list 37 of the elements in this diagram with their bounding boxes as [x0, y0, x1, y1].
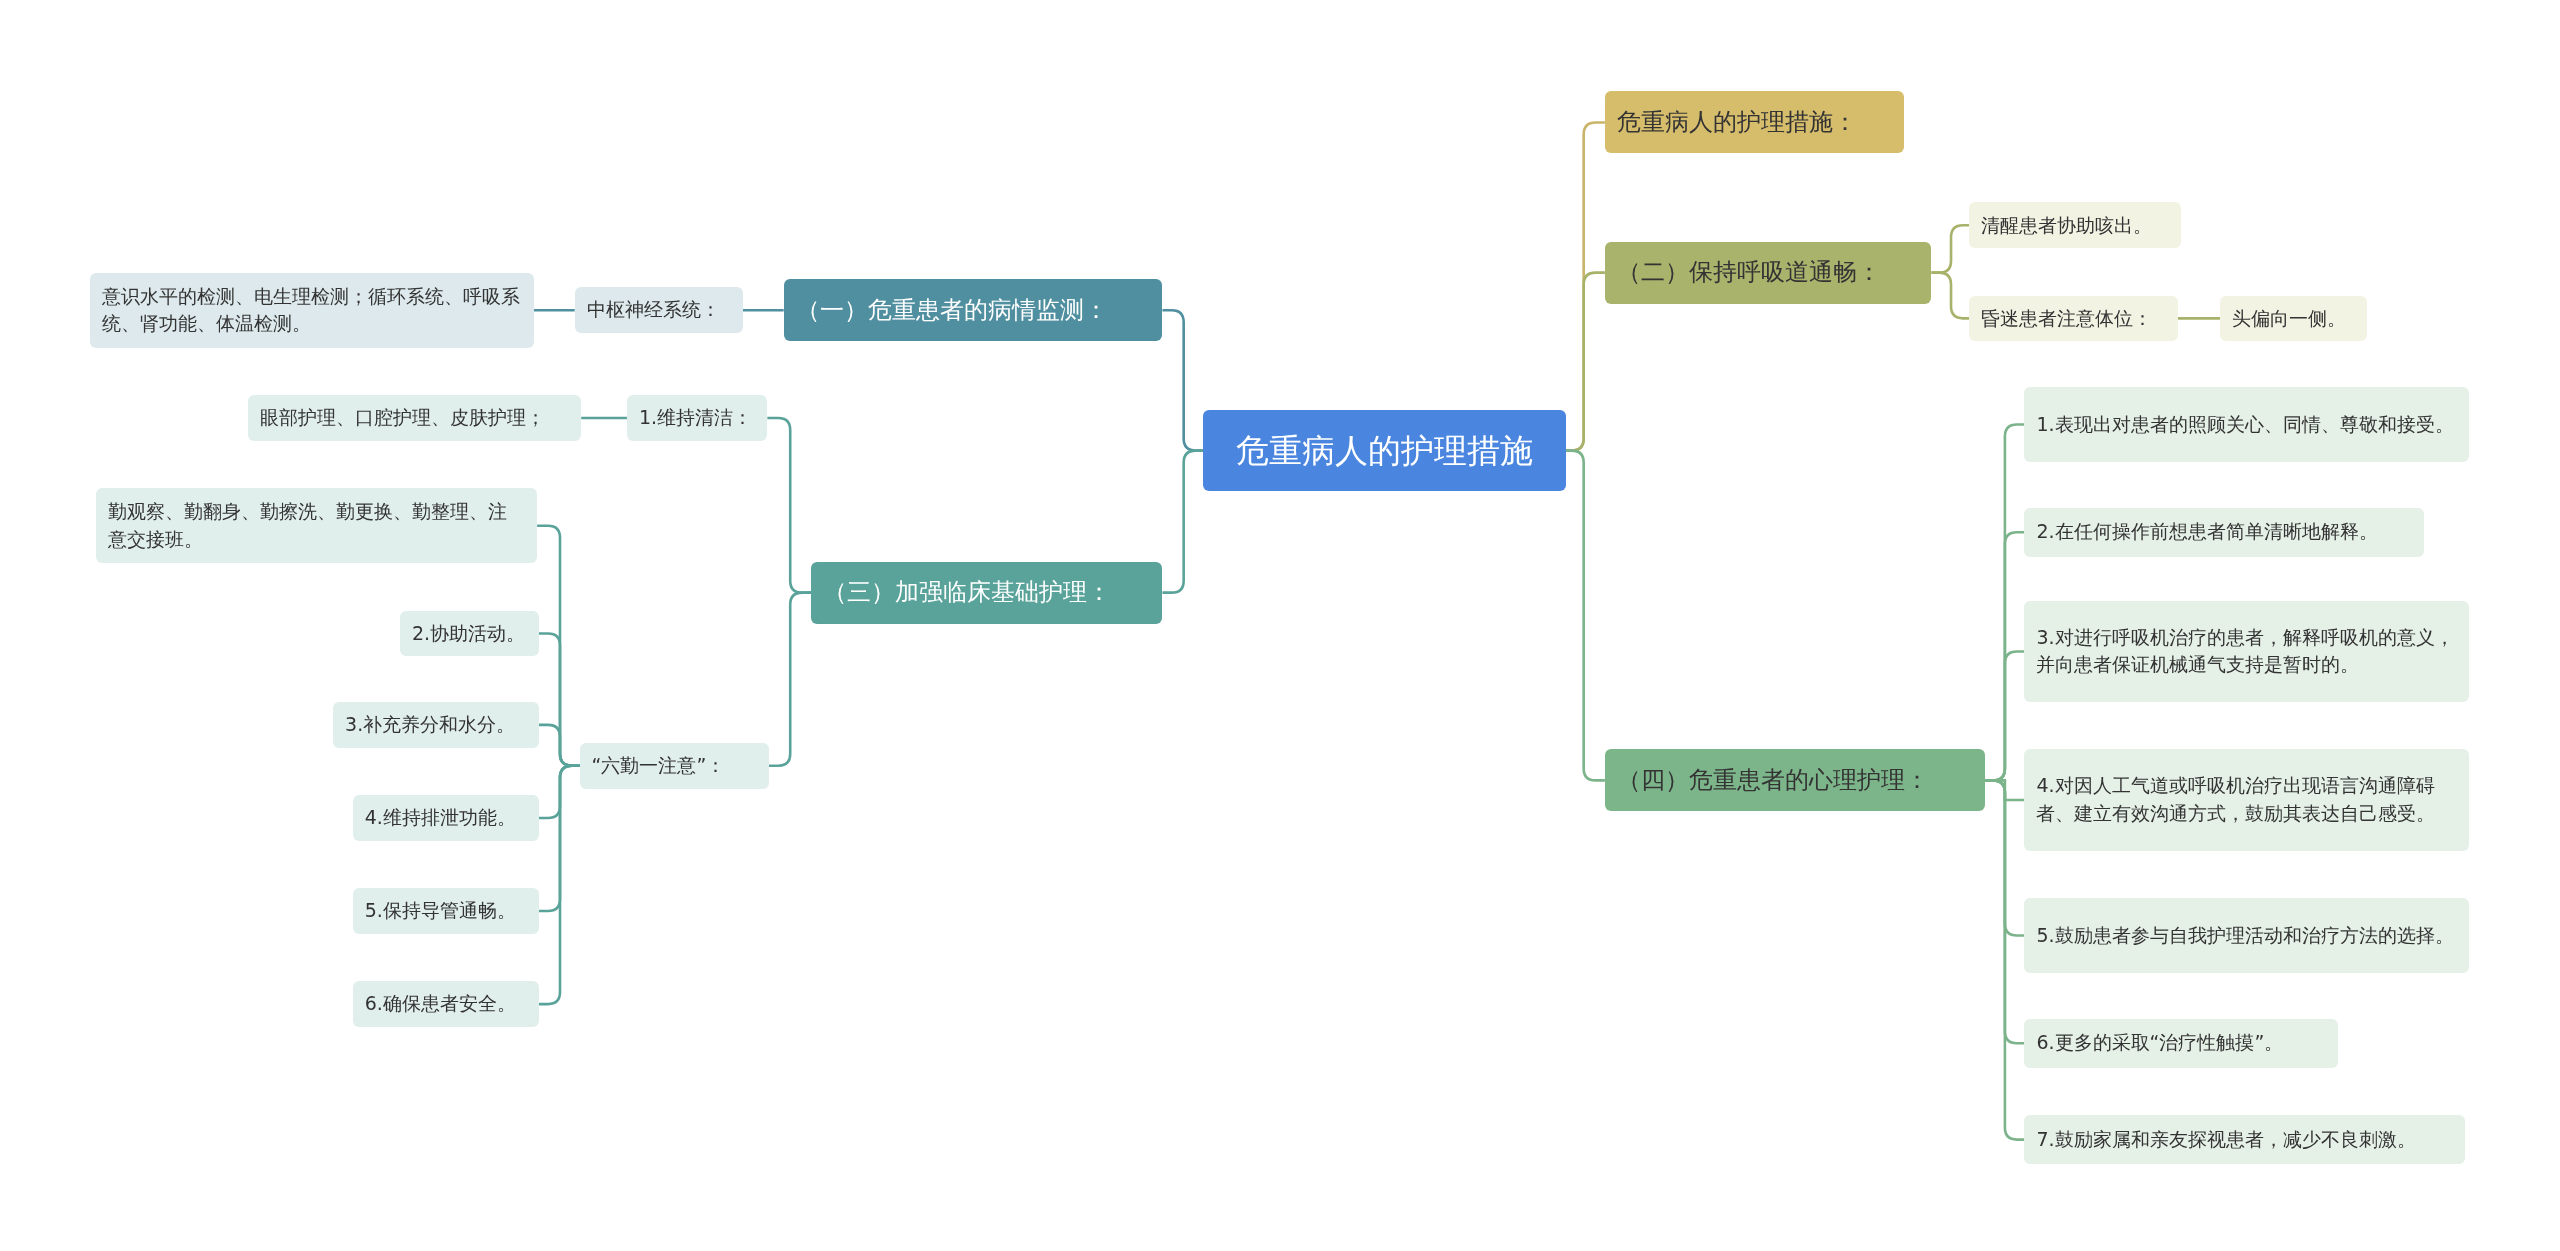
connector-line	[1162, 449, 1204, 594]
branch-topic: （一）危重患者的病情监测：	[783, 279, 1163, 342]
central-topic: 危重病人的护理措施	[1203, 409, 1566, 492]
connector-line	[1565, 449, 1605, 782]
subtopic-box: 1.表现出对患者的照顾关心、同情、尊敬和接受。	[2024, 386, 2469, 463]
connector-line	[581, 416, 627, 420]
subtopic-box: 昏迷患者注意体位：	[1968, 295, 2178, 342]
connector-line	[742, 308, 784, 312]
subtopic-box: 6.确保患者安全。	[352, 981, 539, 1027]
subtopic-box: 1.维持清洁：	[626, 395, 768, 441]
subtopic-box: 3.对进行呼吸机治疗的患者，解释呼吸机的意义，并向患者保证机械通气支持是暂时的。	[2024, 600, 2469, 703]
connector-line	[538, 764, 580, 1006]
connector-line	[1985, 779, 2025, 1141]
subtopic-box: 中枢神经系统：	[574, 287, 743, 334]
branch-topic: 危重病人的护理措施：	[1604, 91, 1904, 154]
subtopic-box: 2.在任何操作前想患者简单清晰地解释。	[2024, 507, 2425, 557]
subtopic-box: 2.协助活动。	[400, 610, 539, 657]
branch-topic: （四）危重患者的心理护理：	[1604, 749, 1986, 812]
subtopic-box: 眼部护理、口腔护理、皮肤护理；	[248, 395, 582, 441]
subtopic-box: 6.更多的采取“治疗性触摸”。	[2024, 1018, 2338, 1068]
branch-topic: （二）保持呼吸道通畅：	[1604, 241, 1932, 304]
subtopic-box: 清醒患者协助咳出。	[1968, 202, 2182, 249]
subtopic-box: 头偏向一侧。	[2220, 295, 2368, 342]
subtopic-box: 7.鼓励家属和亲友探视患者，减少不良刺激。	[2024, 1115, 2466, 1165]
subtopic-box: 意识水平的检测、电生理检测；循环系统、呼吸系统、肾功能、体温检测。	[89, 272, 534, 348]
subtopic-box: 4.维持排泄功能。	[352, 795, 539, 841]
connector-line	[769, 591, 812, 767]
subtopic-box: 4.对因人工气道或呼吸机治疗出现语言沟通障碍者、建立有效沟通方式，鼓励其表达自己感受。	[2024, 749, 2469, 851]
connector-line	[1931, 271, 1969, 320]
subtopic-box: “六勤一注意”：	[579, 742, 769, 789]
connector-line	[533, 308, 575, 312]
subtopic-box: 5.鼓励患者参与自我护理活动和治疗方法的选择。	[2024, 897, 2469, 974]
subtopic-box: 3.补充养分和水分。	[333, 702, 539, 748]
subtopic-box: 5.保持导管通畅。	[352, 888, 539, 934]
subtopic-box: 勤观察、勤翻身、勤擦洗、勤更换、勤整理、注意交接班。	[96, 488, 538, 564]
connector-line	[2177, 317, 2221, 320]
branch-topic: （三）加强临床基础护理：	[811, 561, 1163, 624]
